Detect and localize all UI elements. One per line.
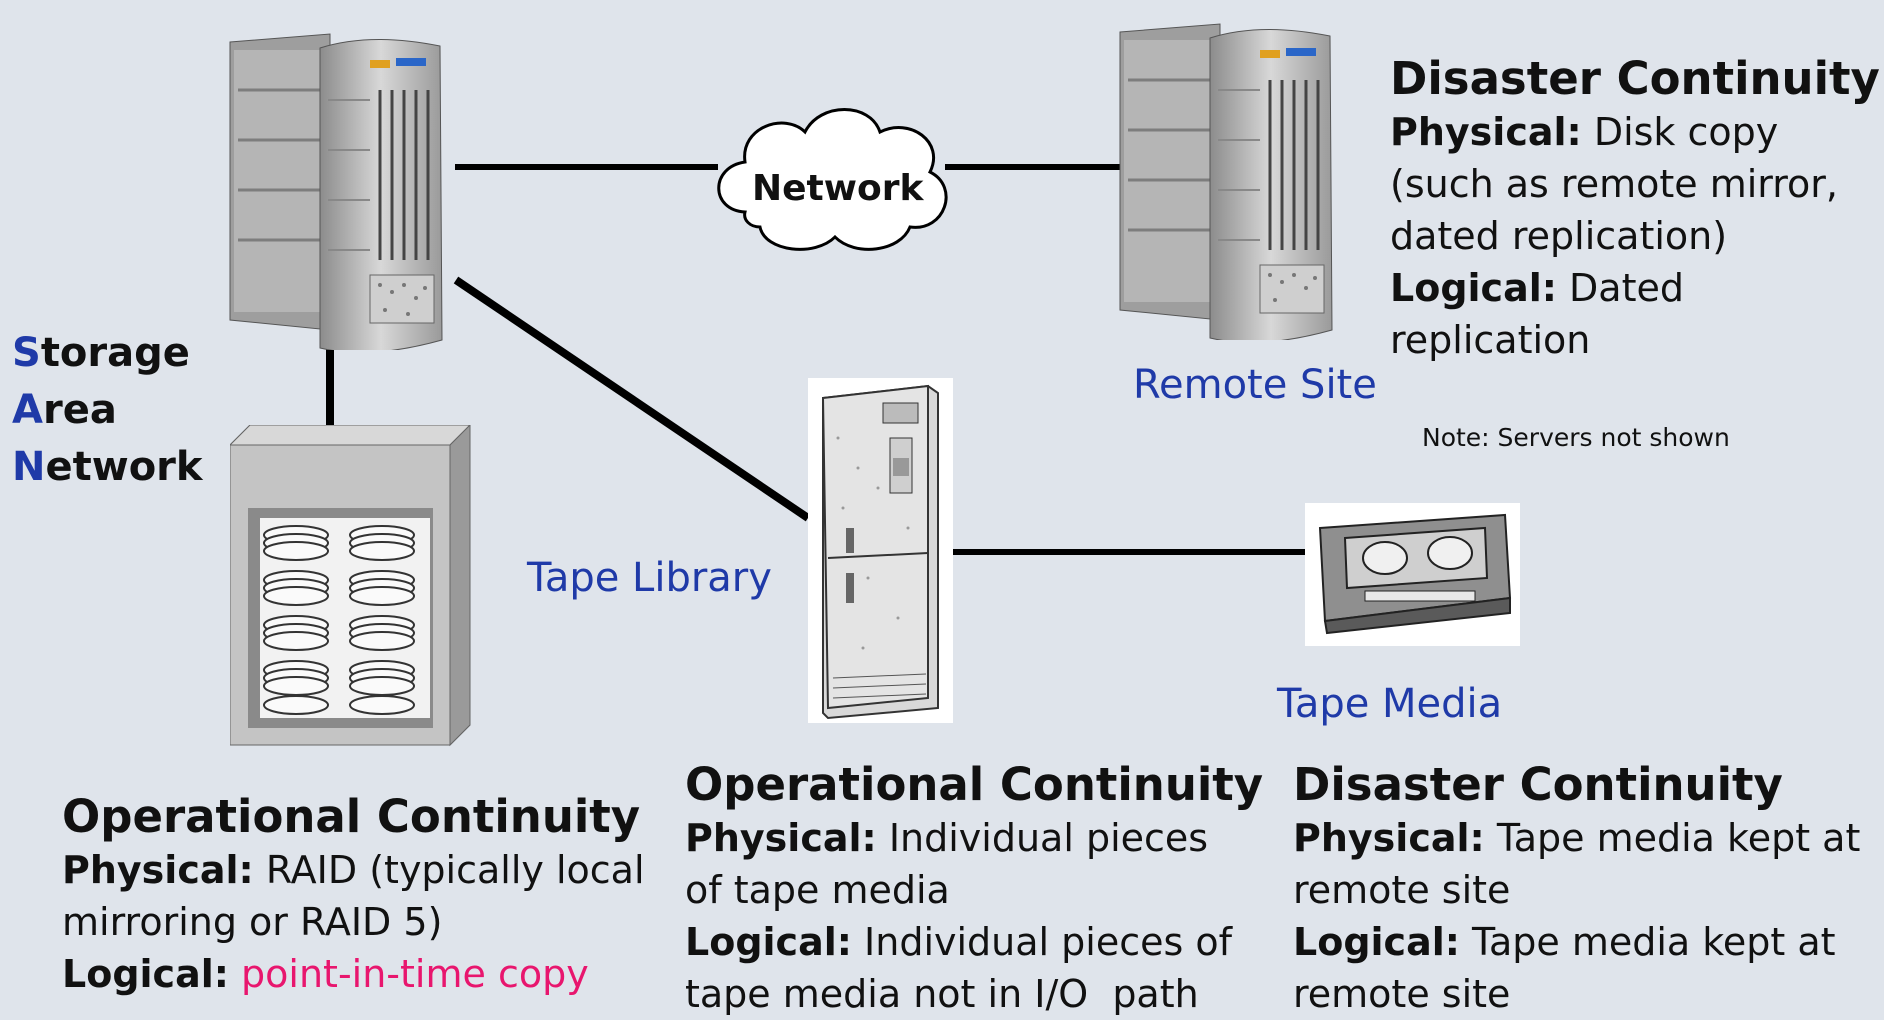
san-initial-s: S bbox=[12, 330, 41, 376]
remote-heading: Disaster Continuity bbox=[1390, 52, 1880, 105]
tape-library-physical-line1: Physical: Individual pieces bbox=[685, 816, 1209, 860]
raid-physical-line2: mirroring or RAID 5) bbox=[62, 900, 443, 944]
san-initial-a: A bbox=[12, 387, 43, 433]
raid-heading: Operational Continuity bbox=[62, 790, 641, 843]
remote-physical-line3: dated replication) bbox=[1390, 214, 1728, 258]
network-label: Network bbox=[752, 168, 924, 209]
tape-library-logical-line1: Logical: Individual pieces of bbox=[685, 920, 1233, 964]
tape-media-logical-line1: Logical: Tape media kept at bbox=[1293, 920, 1836, 964]
raid-physical-line1: Physical: RAID (typically local bbox=[62, 848, 645, 892]
tape-media-physical-line2: remote site bbox=[1293, 868, 1511, 912]
disk-stacks bbox=[263, 525, 415, 715]
remote-physical-line2: (such as remote mirror, bbox=[1390, 162, 1838, 206]
remote-physical-line1: Physical: Disk copy bbox=[1390, 110, 1779, 154]
raid-disk-cabinet-icon bbox=[230, 425, 471, 747]
raid-description: Operational Continuity Physical: RAID (t… bbox=[62, 790, 645, 1000]
san-initial-n: N bbox=[12, 444, 46, 490]
tape-cartridge-icon bbox=[1305, 503, 1520, 646]
tape-library-physical-line2: of tape media bbox=[685, 868, 950, 912]
tape-media-description: Disaster Continuity Physical: Tape media… bbox=[1293, 758, 1860, 1020]
san-label: Storage Area Network bbox=[12, 325, 203, 496]
raid-logical-line: Logical: point-in-time copy bbox=[62, 952, 589, 996]
tape-library-description: Operational Continuity Physical: Individ… bbox=[685, 758, 1263, 1020]
remote-site-description: Disaster Continuity Physical: Disk copy … bbox=[1390, 52, 1880, 366]
tape-library-icon bbox=[808, 378, 953, 723]
network-cloud-icon bbox=[717, 108, 948, 251]
tape-library-logical-line2: tape media not in I/O path bbox=[685, 972, 1199, 1016]
link-primary-to-tape-library bbox=[453, 276, 811, 522]
tape-media-label: Tape Media bbox=[1277, 681, 1503, 727]
san-word-storage: torage bbox=[40, 330, 190, 376]
tape-media-physical-line1: Physical: Tape media kept at bbox=[1293, 816, 1861, 860]
tape-library-heading: Operational Continuity bbox=[685, 758, 1264, 811]
tape-media-heading: Disaster Continuity bbox=[1293, 758, 1783, 811]
remote-logical-line1: Logical: Dated bbox=[1390, 266, 1684, 310]
remote-site-label: Remote Site bbox=[1133, 362, 1377, 408]
san-word-network: etwork bbox=[45, 444, 203, 490]
remote-storage-server-icon bbox=[1119, 23, 1333, 340]
primary-storage-server-icon bbox=[229, 33, 443, 350]
remote-logical-line2: replication bbox=[1390, 318, 1591, 362]
servers-note: Note: Servers not shown bbox=[1422, 423, 1730, 452]
tape-library-label: Tape Library bbox=[527, 555, 772, 601]
tape-media-logical-line2: remote site bbox=[1293, 972, 1511, 1016]
san-word-area: rea bbox=[42, 387, 117, 433]
